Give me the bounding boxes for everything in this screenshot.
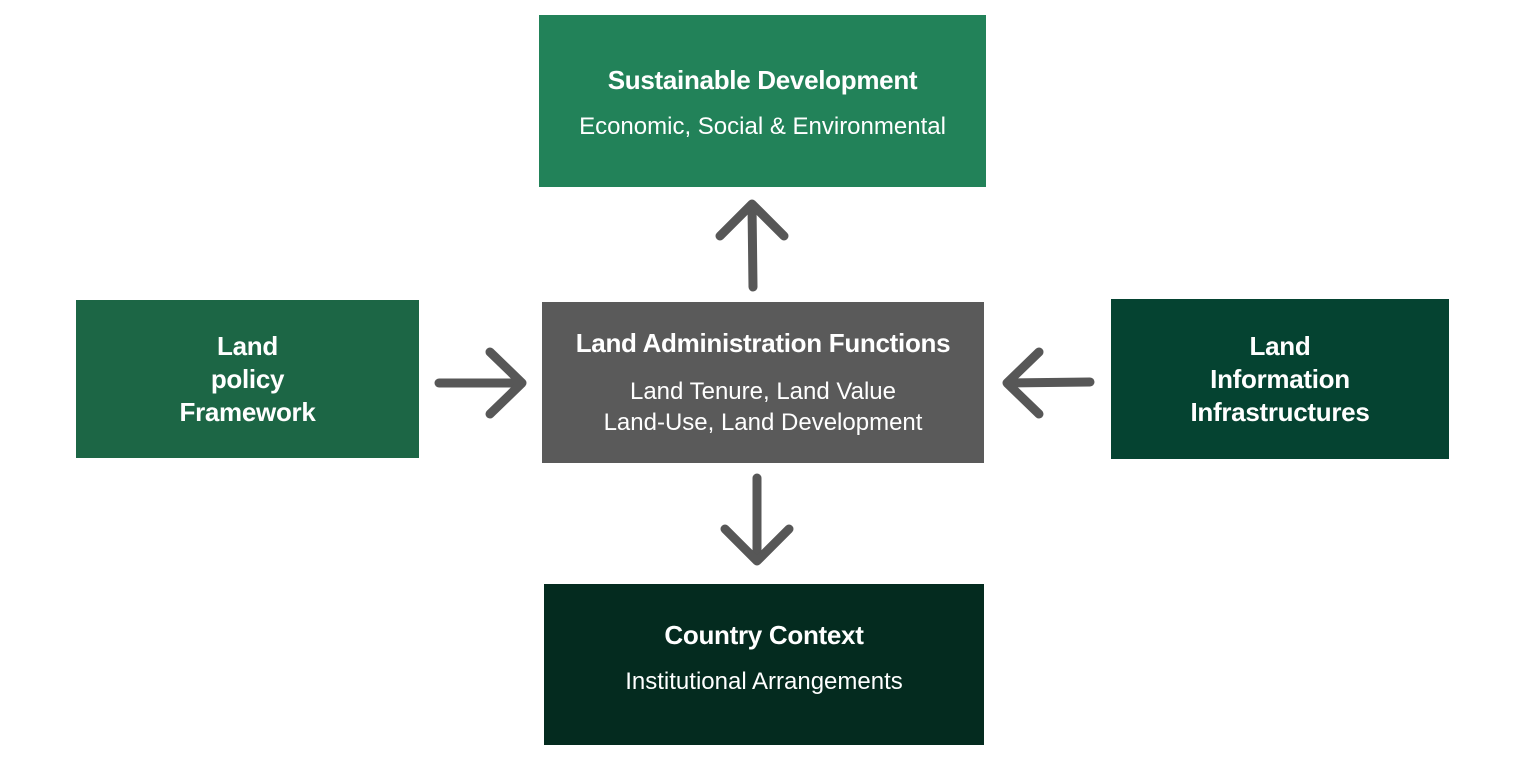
land-information-infrastructures-title-line1: Land xyxy=(1249,330,1311,361)
arrow-info-to-functions xyxy=(1002,347,1095,419)
country-context-subtitle: Institutional Arrangements xyxy=(625,668,903,695)
arrow-policy-to-functions xyxy=(434,347,527,419)
arrow-functions-to-sustainable xyxy=(715,199,789,292)
land-administration-functions-line1: Land Tenure, Land Value xyxy=(629,378,896,405)
land-policy-framework-title-line3: Framework xyxy=(179,396,316,427)
land-policy-framework-title-line2: policy xyxy=(210,363,285,394)
arrow-functions-to-country xyxy=(720,473,794,566)
land-policy-framework-box: Land policy Framework xyxy=(76,300,419,458)
land-policy-framework-title-line1: Land xyxy=(217,330,278,361)
sustainable-development-subtitle: Economic, Social & Environmental xyxy=(579,113,946,140)
sustainable-development-title: Sustainable Development xyxy=(607,65,918,95)
country-context-box: Country Context Institutional Arrangemen… xyxy=(544,584,984,745)
land-information-infrastructures-title: Land Information Infrastructures xyxy=(1191,330,1370,429)
land-administration-functions-line2: Land-Use, Land Development xyxy=(603,409,923,436)
country-context-title: Country Context xyxy=(664,620,864,650)
land-information-infrastructures-title-line3: Infrastructures xyxy=(1190,396,1370,427)
land-administration-functions-box: Land Administration Functions Land Tenur… xyxy=(542,302,984,463)
land-administration-functions-details: Land Tenure, Land Value Land-Use, Land D… xyxy=(604,376,923,438)
land-policy-framework-title: Land policy Framework xyxy=(179,330,315,429)
land-information-infrastructures-box: Land Information Infrastructures xyxy=(1111,299,1449,459)
land-information-infrastructures-title-line2: Information xyxy=(1210,363,1350,394)
land-administration-functions-title: Land Administration Functions xyxy=(575,328,951,358)
sustainable-development-box: Sustainable Development Economic, Social… xyxy=(539,15,986,187)
